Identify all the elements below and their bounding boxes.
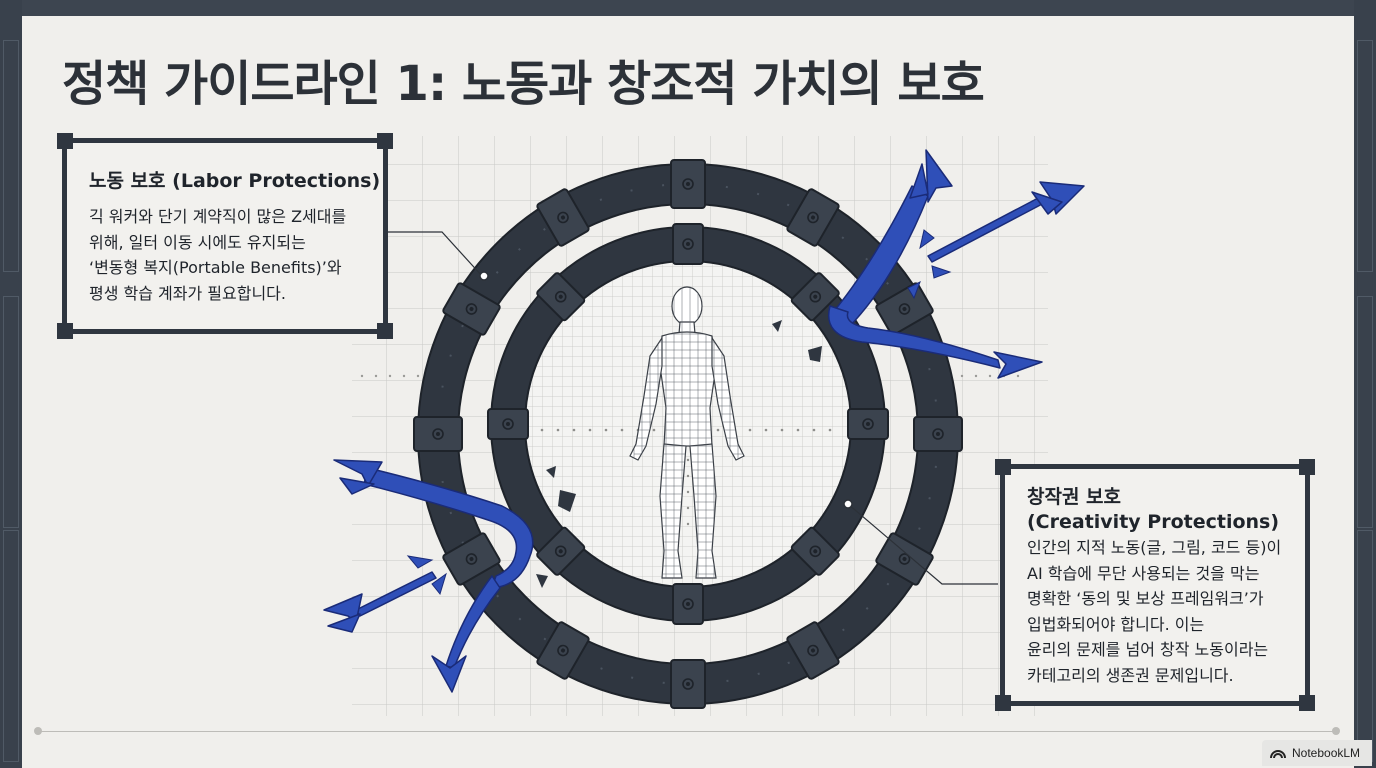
- ring-plate: [442, 282, 501, 336]
- box-corner: [995, 459, 1011, 475]
- ring-plate: [672, 583, 704, 625]
- labor-line-3: ‘변동형 복지(Portable Benefits)’와: [89, 258, 342, 277]
- ring-plate: [670, 159, 706, 209]
- ring-plate: [536, 526, 586, 576]
- creativity-line-4: 입법화되어야 합니다. 이는: [1027, 614, 1205, 634]
- notebooklm-icon: [1270, 750, 1286, 759]
- ring-plate: [786, 621, 840, 680]
- creativity-line-5: 윤리의 문제를 넘어 창작 노동이라는: [1027, 640, 1269, 659]
- labor-line-4: 평생 학습 계좌가 필요합니다.: [89, 283, 286, 303]
- labor-line-2: 위해, 일터 이동 시에도 유지되는: [89, 232, 306, 252]
- ring-plate: [442, 532, 501, 586]
- creativity-line-3: 명확한 ‘동의 및 보상 프레임워크’가: [1027, 589, 1264, 608]
- creativity-heading-line-2: (Creativity Protections): [1027, 511, 1280, 533]
- creativity-line-2: AI 학습에 무단 사용되는 것을 막는: [1027, 563, 1260, 583]
- badge-label: NotebookLM: [1292, 746, 1361, 760]
- inner-ring-plates: [487, 223, 889, 625]
- box-corner: [995, 695, 1011, 711]
- box-corner: [57, 323, 73, 339]
- ring-plate: [670, 659, 706, 709]
- rule-dot: [1332, 727, 1340, 735]
- slide: 정책 가이드라인 1: 노동과 창조적 가치의 보호: [22, 16, 1354, 768]
- bottom-rule: [38, 731, 1338, 732]
- slide-title: 정책 가이드라인 1: 노동과 창조적 가치의 보호: [62, 56, 985, 112]
- box-corner: [377, 133, 393, 149]
- protection-diagram: [323, 136, 1085, 716]
- left-side-panel: [0, 0, 22, 768]
- box-corner: [1299, 695, 1315, 711]
- deflected-arrows-right: [828, 149, 1085, 379]
- ring-plate: [536, 272, 586, 322]
- labor-heading: 노동 보호 (Labor Protections): [89, 170, 381, 192]
- ring-plate: [790, 272, 840, 322]
- ring-plate: [536, 188, 590, 247]
- box-corner: [377, 323, 393, 339]
- ring-debris-right: [772, 320, 822, 362]
- creativity-protection-box: 창작권 보호 (Creativity Protections) 인간의 지적 노…: [995, 459, 1315, 711]
- ring-plate: [413, 416, 463, 452]
- deflected-arrows-left: [323, 459, 534, 693]
- arrow-shards-right: [907, 229, 952, 300]
- ring-plate: [847, 408, 889, 440]
- labor-line-1: 긱 워커와 단기 계약직이 많은 Z세대를: [89, 207, 347, 226]
- leader-dot-left: [479, 271, 489, 281]
- ring-plate: [875, 282, 934, 336]
- creativity-line-1: 인간의 지적 노동(글, 그림, 코드 등)이: [1027, 538, 1282, 557]
- ring-plate: [786, 188, 840, 247]
- rule-dot: [34, 727, 42, 735]
- ring-plate: [913, 416, 963, 452]
- ring-plate: [536, 621, 590, 680]
- ring-plate: [487, 408, 529, 440]
- ring-debris-left: [536, 466, 576, 588]
- outer-ring-plates: [413, 159, 963, 709]
- notebooklm-badge: NotebookLM: [1262, 740, 1372, 766]
- ring-plate: [875, 532, 934, 586]
- box-corner: [1299, 459, 1315, 475]
- leader-lines: [386, 231, 998, 585]
- arrow-shards-left: [406, 555, 447, 596]
- labor-protection-box: 노동 보호 (Labor Protections) 긱 워커와 단기 계약직이 …: [57, 133, 393, 339]
- creativity-heading-line-1: 창작권 보호: [1027, 486, 1122, 508]
- box-corner: [57, 133, 73, 149]
- ring-plate: [672, 223, 704, 265]
- leader-dot-right: [843, 499, 853, 509]
- creativity-line-6: 카테고리의 생존권 문제입니다.: [1027, 665, 1234, 685]
- ring-plate: [790, 526, 840, 576]
- right-side-panel: [1354, 0, 1376, 768]
